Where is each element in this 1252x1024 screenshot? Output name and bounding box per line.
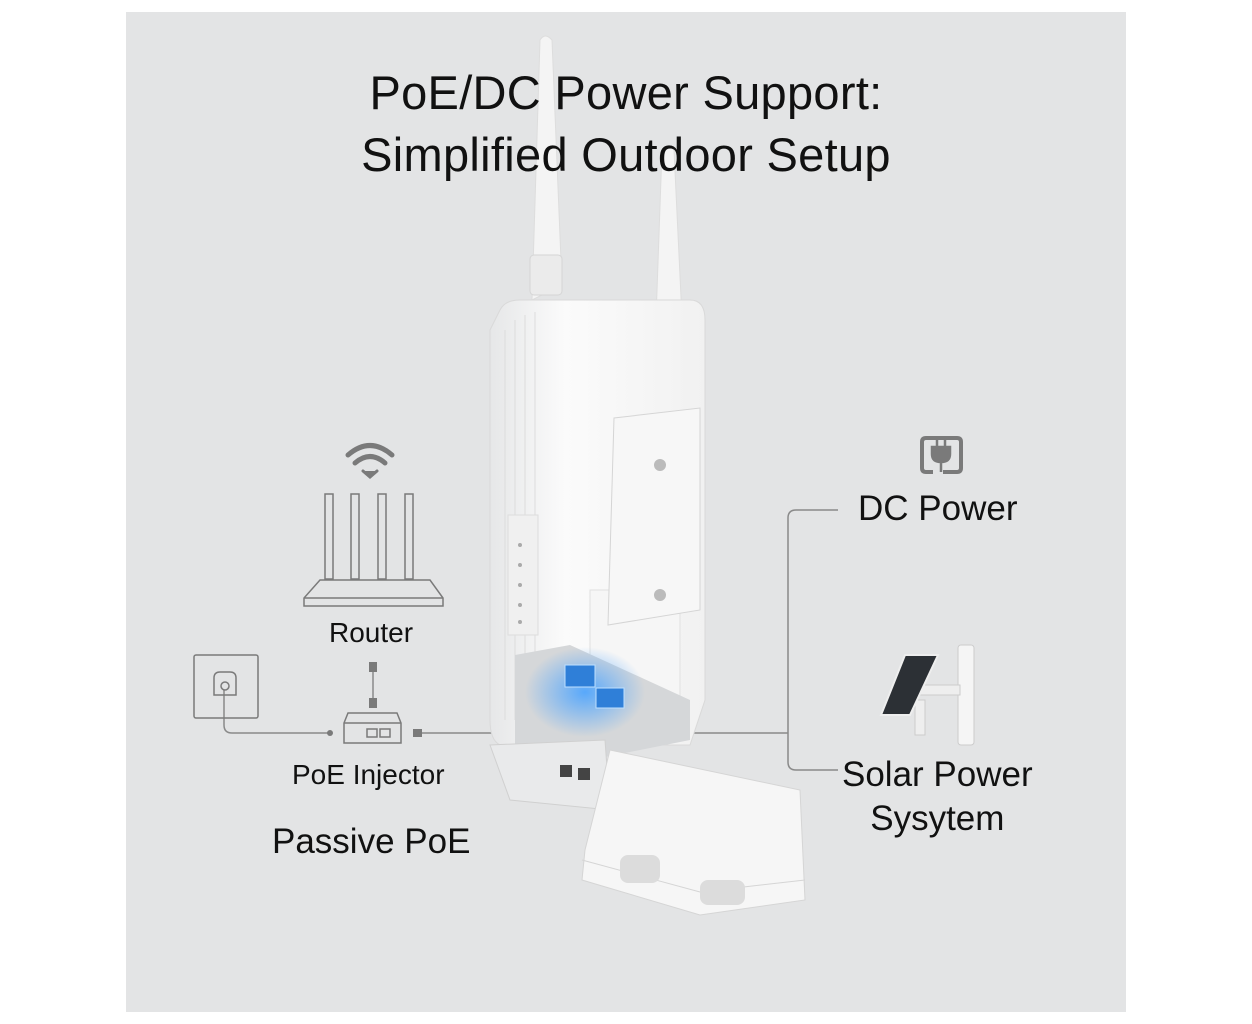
- dc-power-label: DC Power: [858, 489, 1018, 528]
- wifi-icon: [345, 443, 395, 479]
- page-title: PoE/DC Power Support: Simplified Outdoor…: [126, 62, 1126, 186]
- title-line-2: Simplified Outdoor Setup: [361, 128, 891, 181]
- poe-injector-icon: [343, 712, 402, 744]
- poe-injector-label: PoE Injector: [292, 759, 445, 790]
- solar-label-line-1: Solar Power: [842, 755, 1033, 794]
- wall-outlet-icon: [193, 654, 259, 719]
- passive-poe-label: Passive PoE: [272, 822, 471, 861]
- solar-panel-icon: [879, 644, 975, 746]
- solar-label-line-2: Sysytem: [870, 799, 1005, 838]
- router-icon: [303, 493, 444, 607]
- plug-icon: [920, 436, 963, 474]
- title-line-1: PoE/DC Power Support:: [369, 66, 883, 119]
- solar-power-label: Solar Power Sysytem: [842, 753, 1033, 841]
- access-point-device: [489, 35, 806, 916]
- router-label: Router: [329, 617, 414, 648]
